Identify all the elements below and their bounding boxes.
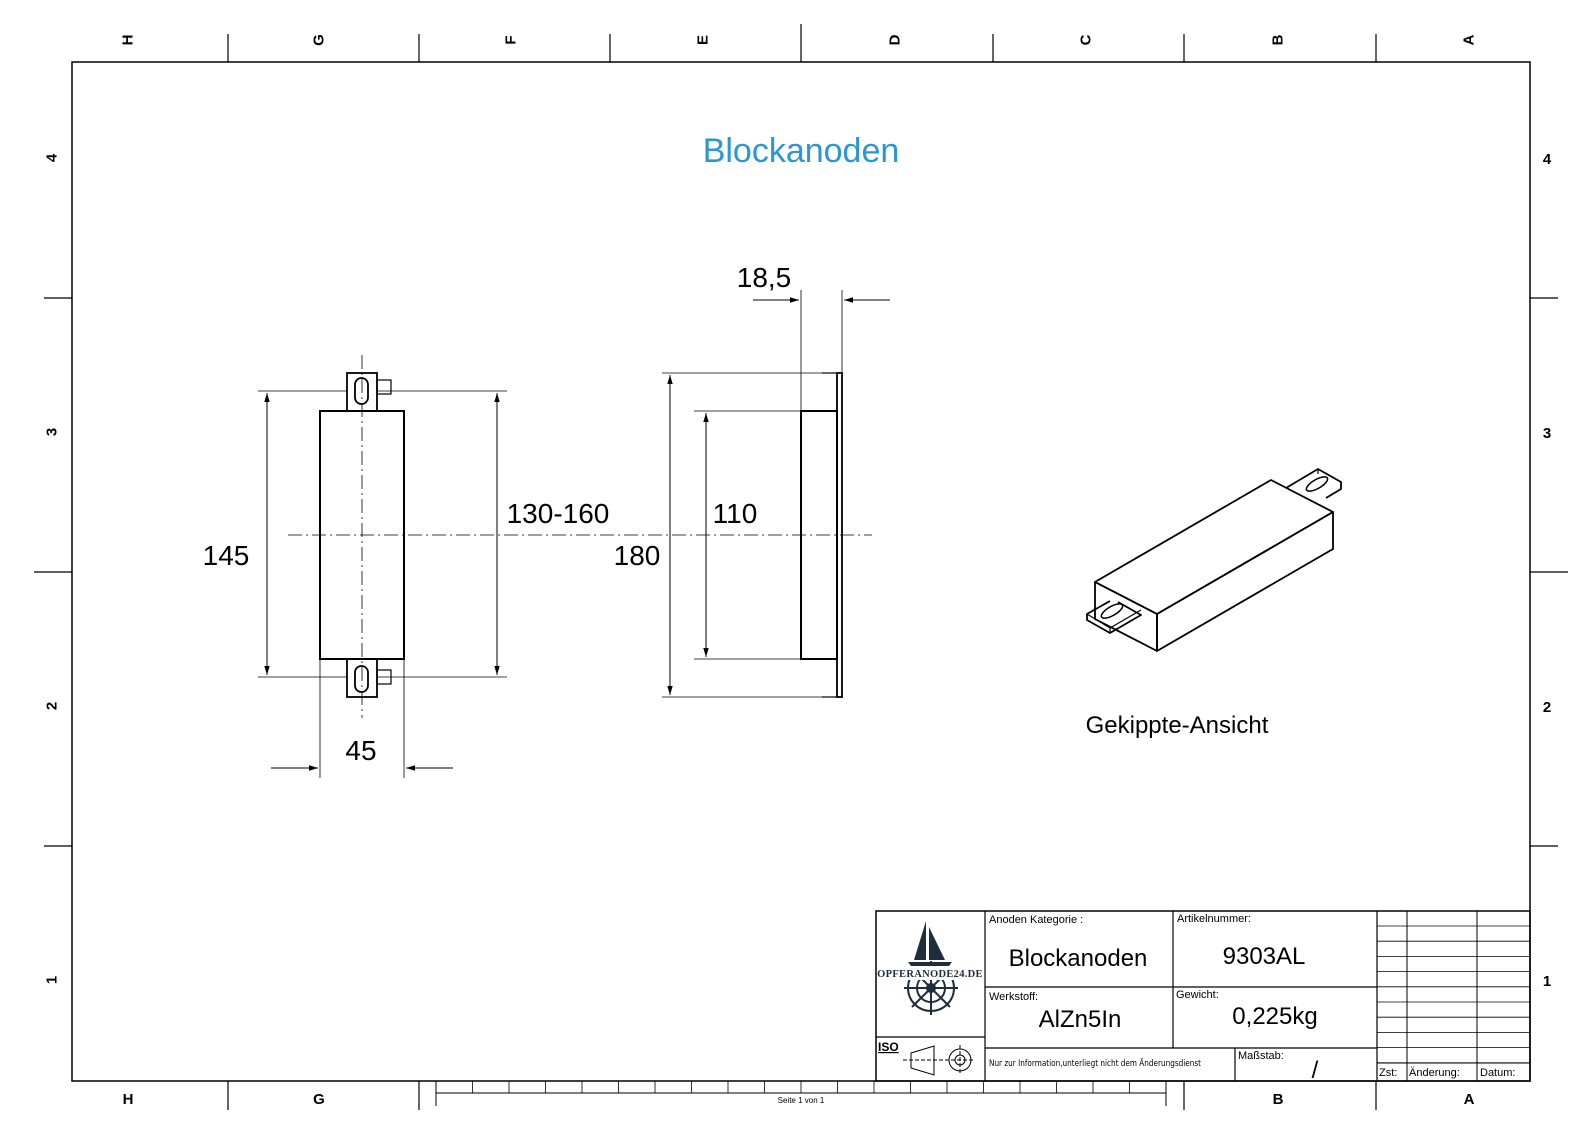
left-row-1: 1 (44, 976, 61, 984)
revision-header-date: Datum: (1480, 1067, 1515, 1079)
notice-text: Nur zur Information,unterliegt nicht dem… (989, 1058, 1201, 1069)
right-row-2: 2 (1543, 699, 1551, 716)
scale-value: / (1312, 1057, 1319, 1084)
col-label-a: A (1461, 34, 1478, 45)
left-row-4: 4 (44, 153, 61, 162)
bottom-col-a: A (1464, 1091, 1475, 1108)
front-view-dimension-labels: 145 130-160 45 (203, 498, 610, 766)
iso-front-face (1094, 581, 1158, 652)
right-row-4: 4 (1543, 151, 1552, 168)
left-row-labels: 4 3 2 1 (44, 153, 61, 984)
side-view (662, 290, 890, 698)
material-label: Werkstoff: (989, 991, 1038, 1003)
col-label-g: G (311, 34, 328, 46)
isometric-view (1086, 468, 1342, 652)
right-row-3: 3 (1543, 425, 1551, 442)
dim-overall-length-label: 180 (614, 540, 661, 571)
page-number: Seite 1 von 1 (778, 1096, 825, 1105)
logo-text: OPFERANODE24.DE (877, 969, 983, 980)
weight-value: 0,225kg (1232, 1003, 1317, 1030)
dim-width-label: 45 (345, 735, 376, 766)
iso-top-face (1094, 479, 1334, 615)
projection-symbol-icon (903, 1045, 975, 1076)
title-block-text: Anoden Kategorie : Blockanoden Artikelnu… (878, 913, 1515, 1084)
iso-view-label: Gekippte-Ansicht (1086, 712, 1269, 739)
material-value: AlZn5In (1039, 1006, 1122, 1033)
dim-height-label: 145 (203, 540, 250, 571)
bottom-col-b: B (1273, 1091, 1284, 1108)
mounting-strap-side (836, 372, 843, 698)
front-view (258, 355, 872, 778)
right-row-1: 1 (1543, 973, 1551, 990)
dim-thickness-label: 18,5 (737, 262, 792, 293)
col-label-d: D (887, 34, 904, 45)
top-column-labels: H G F E D C B A (120, 34, 1478, 46)
article-label: Artikelnummer: (1177, 913, 1251, 925)
bottom-col-h: H (123, 1091, 134, 1108)
revision-header-change: Änderung: (1409, 1067, 1460, 1079)
bottom-column-labels: H G B A (123, 1091, 1475, 1108)
col-label-e: E (695, 35, 712, 45)
sailboat-icon (908, 921, 952, 970)
right-row-labels: 4 3 2 1 (1543, 151, 1552, 990)
side-view-dimension-labels: 180 110 18,5 (614, 262, 792, 571)
iso-back-strap (1285, 468, 1342, 499)
col-label-f: F (503, 35, 520, 44)
iso-right-face (1156, 511, 1334, 652)
revision-header-zst: Zst: (1379, 1067, 1397, 1079)
category-label: Anoden Kategorie : (989, 914, 1083, 926)
iso-label: ISO (878, 1040, 899, 1054)
col-label-c: C (1078, 34, 1095, 45)
bottom-col-g: G (313, 1091, 325, 1108)
weight-label: Gewicht: (1176, 989, 1219, 1001)
left-row-2: 2 (44, 702, 61, 710)
scale-label: Maßstab: (1238, 1050, 1284, 1062)
left-row-3: 3 (44, 428, 61, 436)
title-block (875, 910, 1531, 1082)
company-logo: OPFERANODE24.DE (877, 921, 984, 1015)
col-label-b: B (1270, 34, 1287, 45)
article-value: 9303AL (1223, 943, 1306, 970)
category-value: Blockanoden (1009, 945, 1148, 972)
dim-hole-spacing-label: 130-160 (507, 498, 610, 529)
col-label-h: H (120, 35, 137, 46)
drawing-frame (34, 24, 1568, 1110)
drawing-title: Blockanoden (703, 132, 900, 170)
dim-inner-length-label: 110 (713, 498, 758, 529)
